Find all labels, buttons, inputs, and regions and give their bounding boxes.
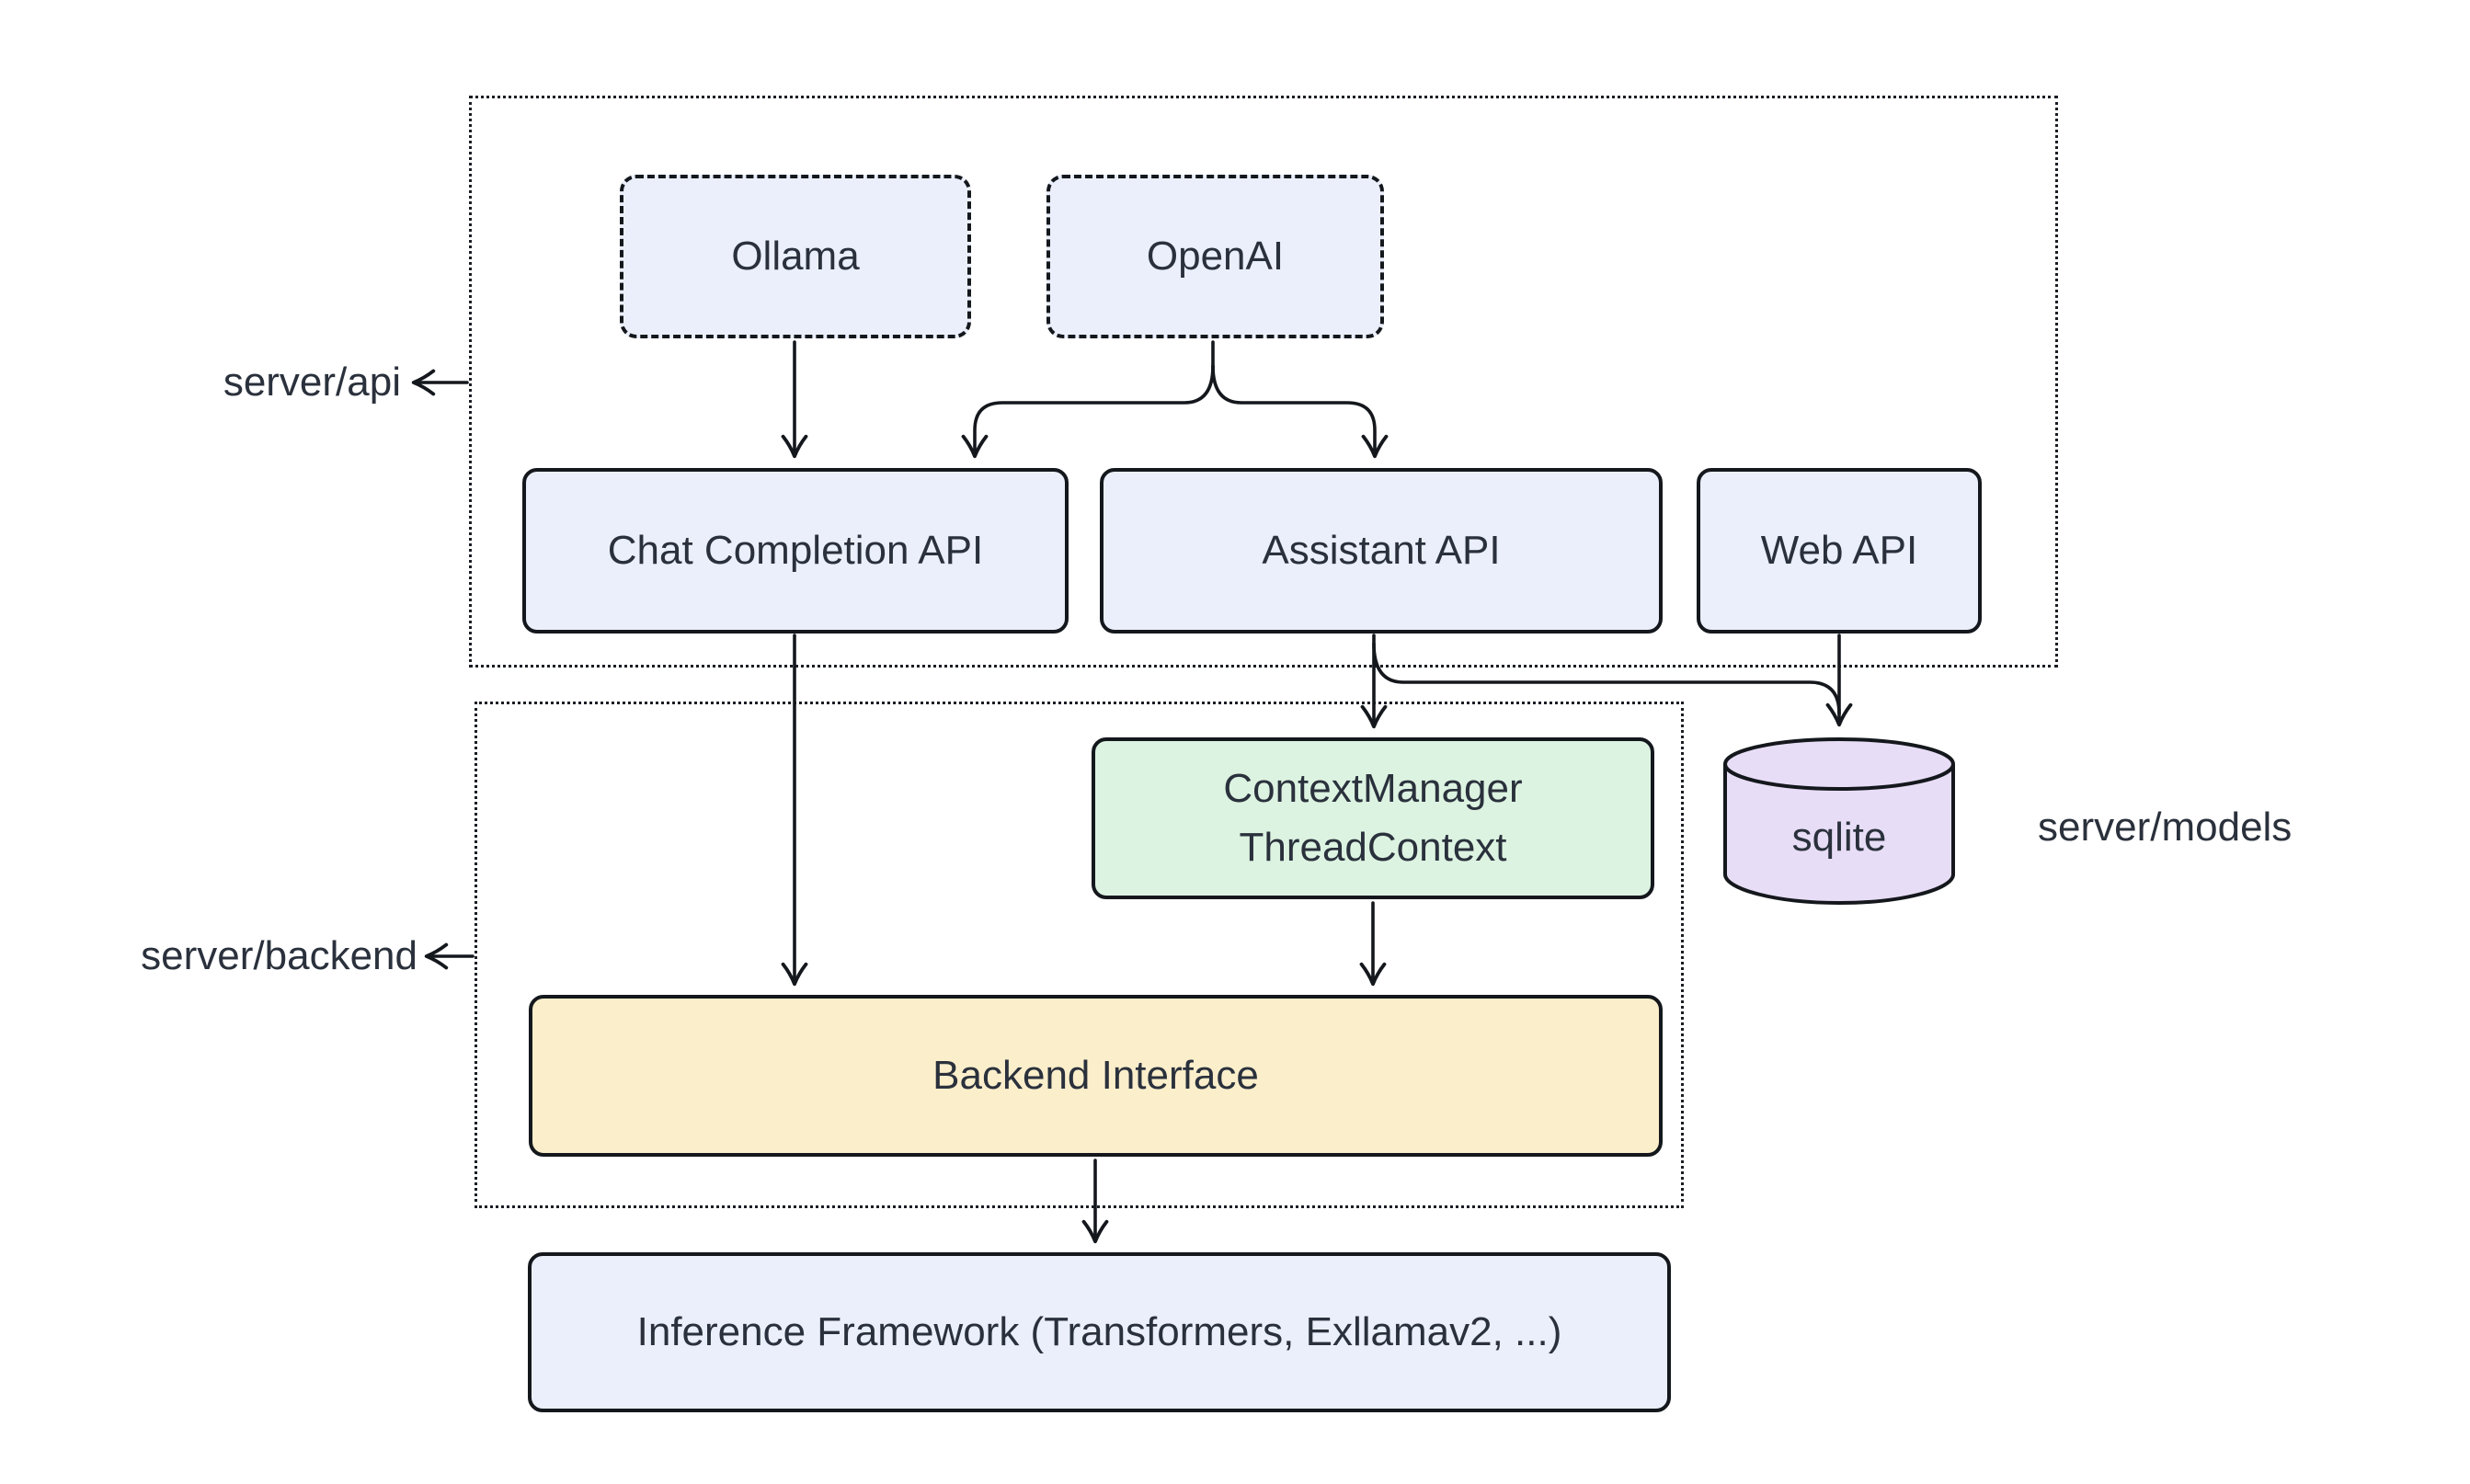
cylinder-icon	[1723, 737, 1955, 906]
label-server-models: server/models	[2038, 805, 2293, 850]
node-assistant-api: Assistant API	[1100, 468, 1663, 634]
node-inference-framework: Inference Framework (Transformers, Exlla…	[528, 1252, 1671, 1412]
node-web-api-label: Web API	[1760, 528, 1918, 574]
label-server-api: server/api	[223, 360, 401, 405]
server-backend-container	[475, 702, 1684, 1208]
node-context-manager: ContextManager ThreadContext	[1092, 737, 1654, 899]
label-server-backend: server/backend	[141, 933, 417, 978]
node-context-manager-line2: ThreadContext	[1239, 825, 1507, 870]
node-assistant-api-label: Assistant API	[1262, 528, 1501, 574]
node-openai: OpenAI	[1046, 175, 1384, 338]
node-chat-completion-api-label: Chat Completion API	[607, 528, 984, 574]
node-chat-completion-api: Chat Completion API	[522, 468, 1069, 634]
node-openai-label: OpenAI	[1146, 234, 1285, 280]
node-backend-interface-label: Backend Interface	[932, 1053, 1259, 1099]
node-web-api: Web API	[1697, 468, 1982, 634]
node-ollama: Ollama	[620, 175, 971, 338]
node-context-manager-line1: ContextManager	[1223, 766, 1523, 812]
node-ollama-label: Ollama	[731, 234, 860, 280]
node-inference-framework-label: Inference Framework (Transformers, Exlla…	[636, 1309, 1562, 1355]
node-sqlite-label: sqlite	[1791, 815, 1887, 860]
server-api-container	[469, 96, 2058, 668]
node-backend-interface: Backend Interface	[529, 995, 1663, 1157]
node-sqlite: sqlite	[1722, 736, 1956, 907]
